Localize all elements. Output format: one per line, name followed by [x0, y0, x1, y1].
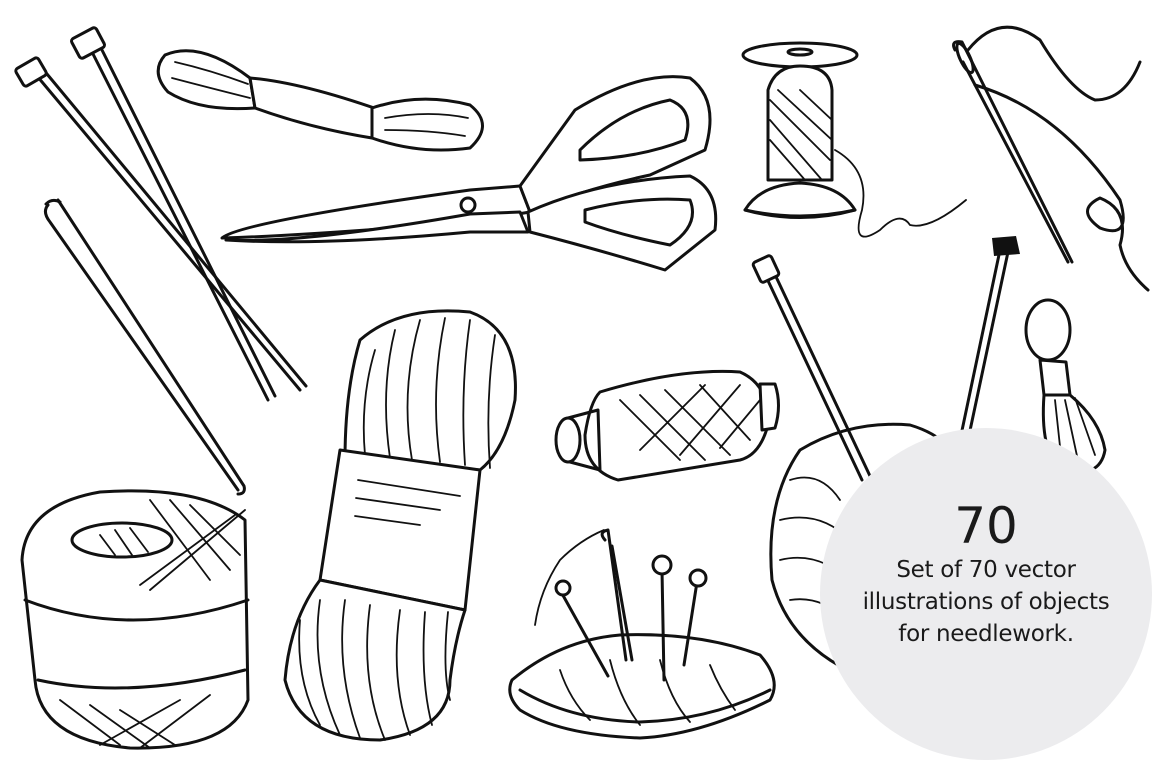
badge-line-2: illustrations of objects: [862, 589, 1110, 615]
knitting-needles-icon: [14, 26, 308, 402]
threaded-needle-icon: [952, 25, 1150, 292]
pincushion-icon: [508, 528, 776, 740]
scissors-icon: [220, 75, 718, 272]
badge-line-3: for needlework.: [898, 621, 1074, 647]
thread-spool-icon: [554, 369, 780, 482]
crochet-thread-ball-icon: [20, 489, 250, 750]
crochet-hook-icon: [43, 198, 246, 496]
badge-line-1: Set of 70 vector: [896, 557, 1076, 583]
badge-count: 70: [954, 497, 1018, 555]
count-badge: 70 Set of 70 vector illustrations of obj…: [820, 428, 1152, 760]
wooden-spool-icon: [741, 41, 967, 238]
yarn-skein-icon: [283, 309, 517, 742]
embroidery-floss-icon: [156, 49, 484, 152]
